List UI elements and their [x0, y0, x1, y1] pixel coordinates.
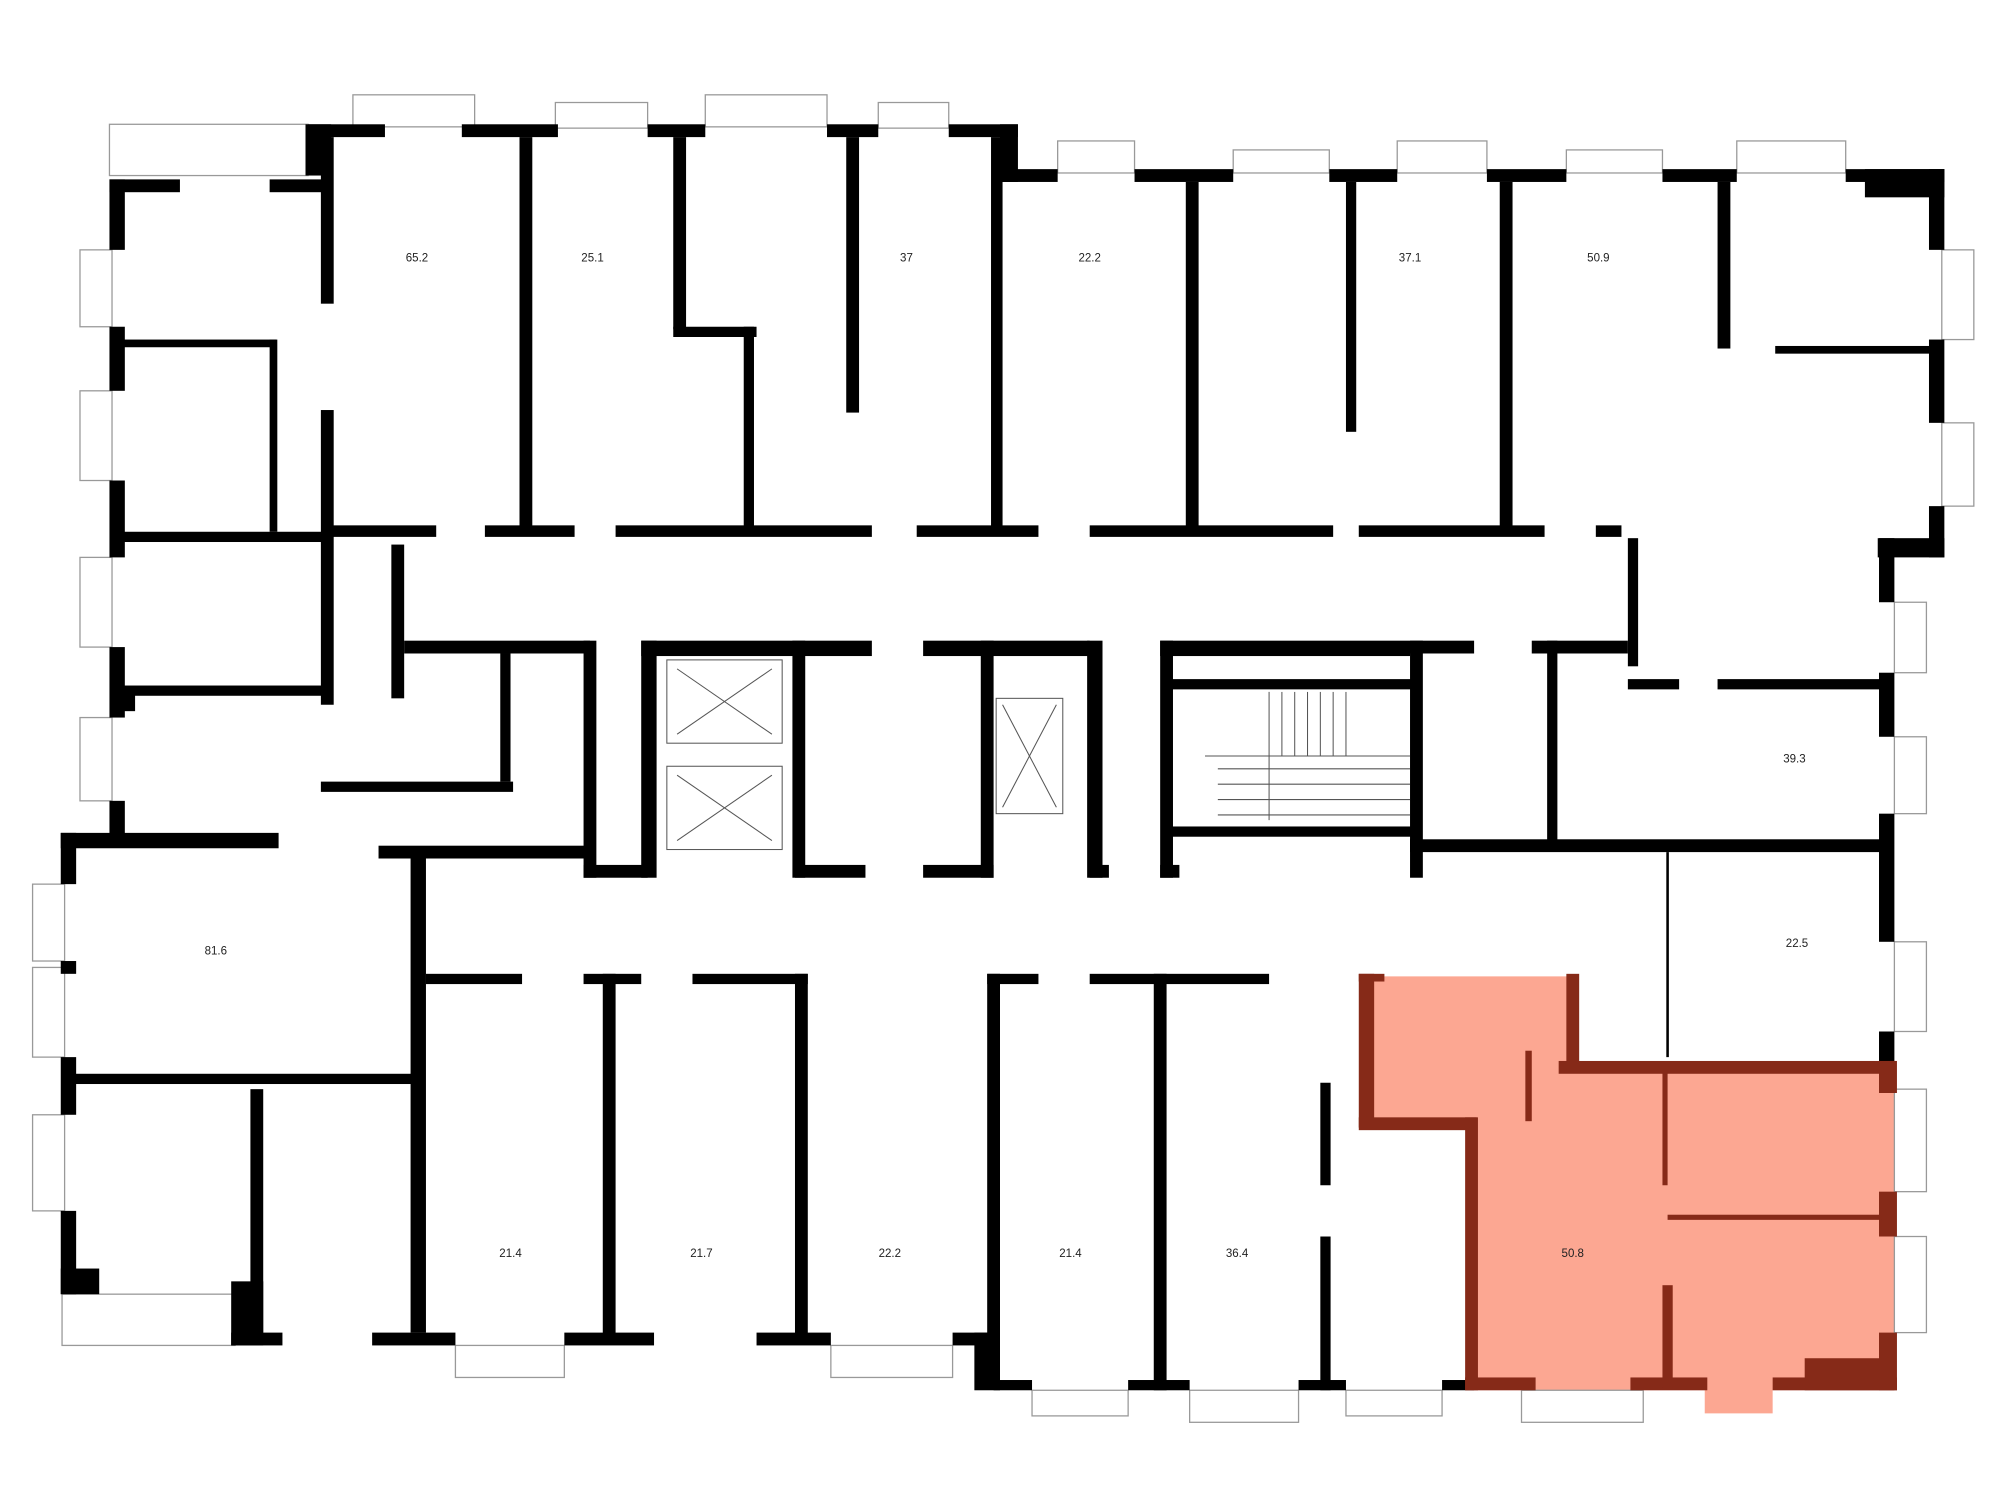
- staircase: [1205, 691, 1411, 821]
- selected-apartment-area-label[interactable]: 50.8: [1562, 1248, 1584, 1260]
- windows: [31, 94, 1975, 1423]
- elevator-shaft-2: [666, 765, 783, 851]
- apartment-area-label[interactable]: 81.6: [205, 946, 227, 958]
- apartment-area-label[interactable]: 50.9: [1587, 252, 1609, 264]
- apartment-area-label[interactable]: 37: [900, 252, 913, 264]
- apartment-area-label[interactable]: 65.2: [406, 252, 428, 264]
- apartment-area-label[interactable]: 22.2: [879, 1248, 901, 1260]
- apartment-area-label[interactable]: 21.4: [1059, 1248, 1082, 1260]
- apartment-area-label[interactable]: 22.2: [1078, 252, 1100, 264]
- apartment-area-label[interactable]: 22.5: [1786, 938, 1808, 950]
- elevator-shaft-3: [995, 697, 1064, 815]
- apartment-area-label[interactable]: 21.7: [690, 1248, 712, 1260]
- apartment-area-label[interactable]: 36.4: [1226, 1248, 1249, 1260]
- elevator-shaft-1: [666, 659, 783, 744]
- apartment-area-label[interactable]: 39.3: [1783, 753, 1805, 765]
- apartment-area-label[interactable]: 21.4: [499, 1248, 522, 1260]
- apartment-area-label[interactable]: 37.1: [1399, 252, 1421, 264]
- apartment-50-8-walls: [1358, 973, 1897, 1391]
- area-labels: 65.2 25.1 37 22.2 37.1 50.9 39.3 22.5 81…: [205, 252, 1809, 1260]
- apartment-50-8-highlight[interactable]: [1362, 976, 1895, 1414]
- apartment-area-label[interactable]: 25.1: [581, 252, 603, 264]
- walls: [60, 124, 1945, 1391]
